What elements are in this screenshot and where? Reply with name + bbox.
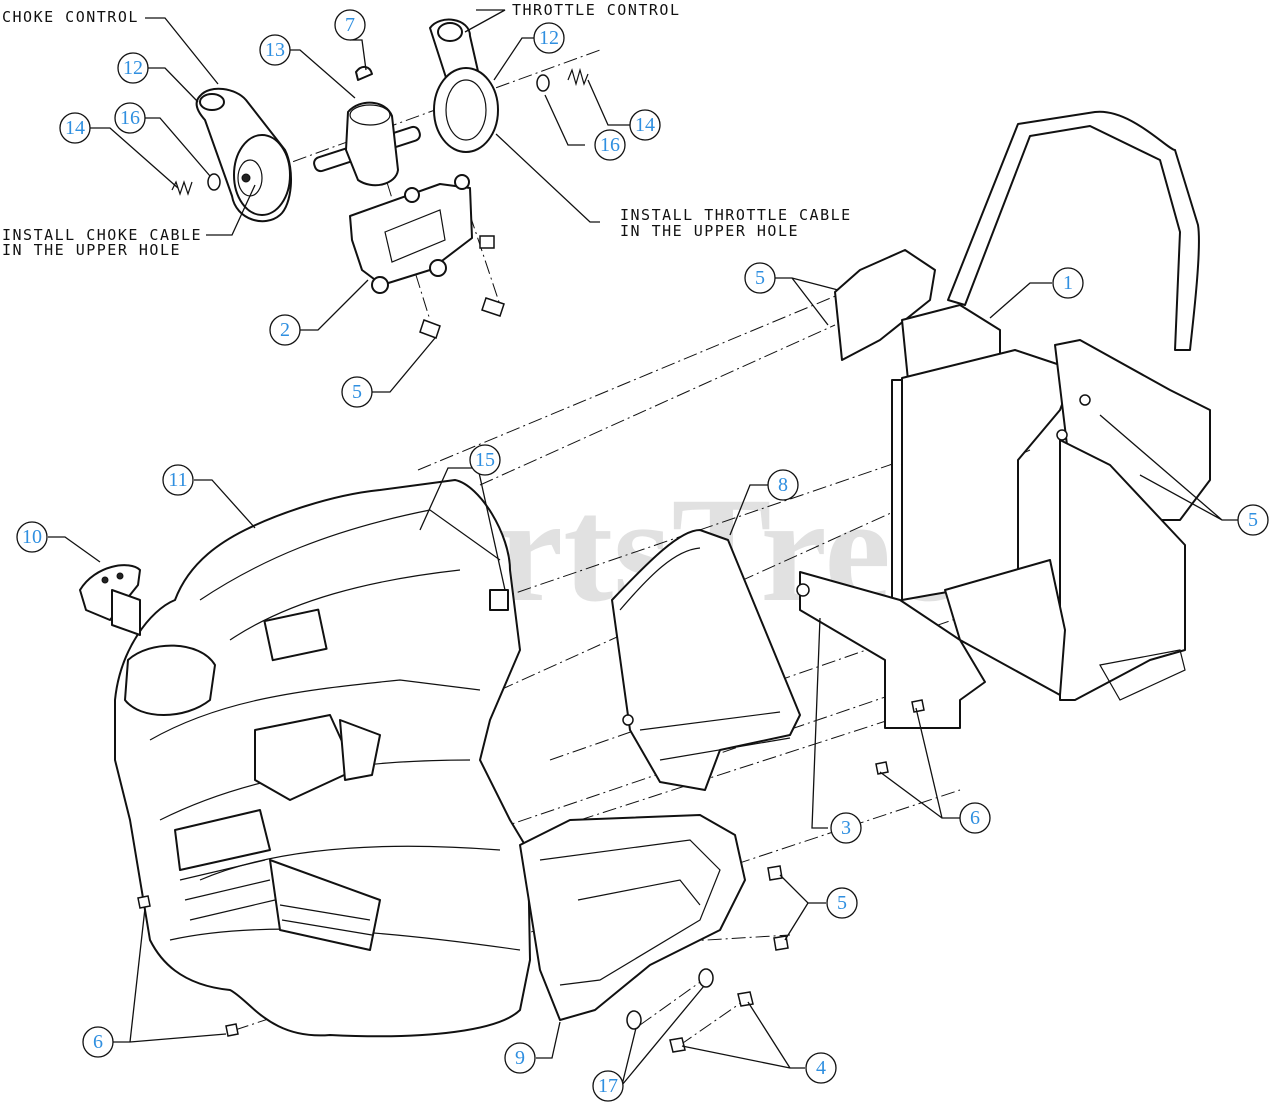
svg-text:5: 5 [352, 381, 362, 403]
callout-5-bracket: 5 [341, 376, 373, 408]
callout-14-right: 14 [629, 109, 661, 141]
console-body-part [114, 479, 531, 1038]
mount-bracket-part [349, 174, 473, 294]
callout-16-right: 16 [594, 129, 626, 161]
callouts: 7 13 12 12 14 16 14 16 2 5 5 1 5 15 11 1… [16, 9, 1269, 1102]
callout-17: 17 [592, 1070, 624, 1102]
svg-text:13: 13 [265, 39, 285, 61]
lower-panel-part [796, 571, 986, 729]
callout-7: 7 [334, 9, 366, 41]
svg-text:4: 4 [816, 1057, 826, 1079]
callout-6-panel: 6 [959, 802, 991, 834]
callout-14-left: 14 [59, 112, 91, 144]
callout-12-left: 12 [117, 52, 149, 84]
callout-12-right: 12 [533, 22, 565, 54]
callout-10: 10 [16, 521, 48, 553]
washer-left [207, 173, 221, 191]
svg-text:5: 5 [837, 892, 847, 914]
panel-screws [875, 699, 925, 775]
svg-text:6: 6 [970, 807, 980, 829]
callout-13: 13 [259, 34, 291, 66]
note-throttle-cable-2: IN THE UPPER HOLE [620, 222, 799, 240]
note-choke-cable-1: INSTALL CHOKE CABLE [2, 226, 202, 244]
front-cover-part [519, 814, 746, 1021]
svg-text:8: 8 [778, 474, 788, 496]
svg-text:15: 15 [475, 449, 495, 471]
svg-text:12: 12 [123, 57, 143, 79]
note-throttle-cable-1: INSTALL THROTTLE CABLE [620, 206, 852, 224]
callout-8: 8 [767, 469, 799, 501]
svg-text:17: 17 [598, 1075, 618, 1097]
note-throttle-control: THROTTLE CONTROL [512, 1, 681, 19]
callout-5-frame-right: 5 [1237, 504, 1269, 536]
svg-text:12: 12 [539, 27, 559, 49]
callout-6-body: 6 [82, 1026, 114, 1058]
svg-text:14: 14 [635, 114, 655, 136]
callout-5-cover: 5 [826, 887, 858, 919]
callout-2: 2 [269, 314, 301, 346]
callout-16-left: 16 [114, 102, 146, 134]
svg-text:5: 5 [755, 267, 765, 289]
side-panel-part [611, 529, 801, 791]
callout-5-frame-left: 5 [744, 262, 776, 294]
callout-4: 4 [805, 1052, 837, 1084]
note-choke-cable-2: IN THE UPPER HOLE [2, 241, 181, 259]
svg-text:11: 11 [168, 469, 187, 491]
svg-text:14: 14 [65, 117, 85, 139]
bracket-bolts [419, 235, 505, 339]
callout-1: 1 [1052, 267, 1084, 299]
svg-text:16: 16 [600, 134, 620, 156]
callout-15: 15 [469, 444, 501, 476]
svg-text:1: 1 [1063, 272, 1073, 294]
notes: CHOKE CONTROL THROTTLE CONTROL INSTALL C… [2, 1, 852, 259]
svg-text:2: 2 [280, 319, 290, 341]
throttle-control-part [429, 18, 499, 153]
callout-11: 11 [162, 464, 194, 496]
svg-text:16: 16 [120, 107, 140, 129]
svg-text:3: 3 [841, 817, 851, 839]
svg-text:10: 10 [22, 526, 42, 548]
washer-right [536, 74, 550, 92]
choke-control-part [195, 87, 292, 223]
svg-text:6: 6 [93, 1031, 103, 1053]
pivot-shaft-part [313, 66, 421, 187]
spring-left [171, 180, 193, 196]
svg-text:7: 7 [345, 14, 355, 36]
dash-frame-part [834, 110, 1211, 701]
front-cover-hardware [137, 865, 789, 1053]
svg-text:9: 9 [515, 1047, 525, 1069]
spring-right [567, 67, 589, 87]
callout-3: 3 [830, 812, 862, 844]
note-choke-control: CHOKE CONTROL [2, 8, 139, 26]
key-switch-part [79, 564, 141, 636]
callout-9: 9 [504, 1042, 536, 1074]
svg-text:5: 5 [1248, 509, 1258, 531]
